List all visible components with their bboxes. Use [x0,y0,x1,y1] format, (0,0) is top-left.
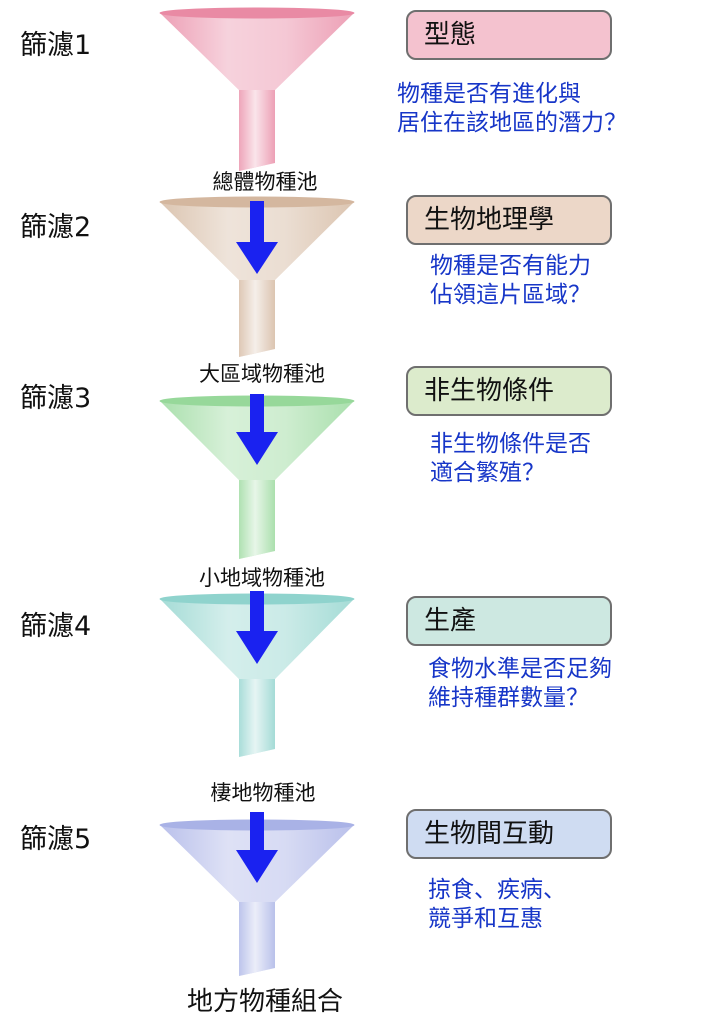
filter-3-question-line-1: 非生物條件是否 [430,431,591,457]
filter-1-question: 物種是否有進化與 居住在該地區的潛力？ [397,80,627,138]
filter-5-label: 篩濾5 [20,824,92,855]
filter-5-question-line-1: 掠食、疾病、 [428,877,566,903]
filter-2-label: 篩濾2 [20,212,92,243]
filter-5-category: 生物間互動 [406,809,612,859]
funnel-4 [159,591,355,757]
filter-2-question: 物種是否有能力 佔領這片區域？ [430,252,591,310]
funnel-5 [159,812,355,976]
filter-5-question: 掠食、疾病、 競爭和互惠 [428,876,566,934]
pool-label-5: 棲地物種池 [210,781,316,805]
pool-label-3: 大區域物種池 [199,362,325,386]
pool-label-2: 總體物種池 [212,170,318,194]
filter-4-question: 食物水準是否足夠 維持種群數量？ [428,655,612,713]
filter-1-category: 型態 [406,10,612,60]
filter-2-question-line-2: 佔領這片區域？ [430,282,591,308]
filter-1-label: 篩濾1 [20,30,92,61]
filter-3-category: 非生物條件 [406,366,612,416]
filter-1-question-line-1: 物種是否有進化與 [397,81,581,107]
final-output-label: 地方物種組合 [186,987,344,1017]
filter-4-category: 生產 [406,596,612,646]
filter-3-question-line-2: 適合繁殖？ [430,460,545,486]
filter-4-label: 篩濾4 [20,611,92,642]
filter-4-question-line-1: 食物水準是否足夠 [428,656,612,682]
funnel-1 [159,7,355,171]
filter-5-question-line-2: 競爭和互惠 [428,906,543,932]
filter-2-question-line-1: 物種是否有能力 [430,253,591,279]
filter-1-question-line-2: 居住在該地區的潛力？ [397,110,627,136]
filter-2-category: 生物地理學 [406,195,612,245]
filter-3-label: 篩濾3 [20,383,92,414]
pool-label-4: 小地域物種池 [199,566,325,590]
funnel-2 [159,196,355,357]
filter-3-question: 非生物條件是否 適合繁殖？ [430,430,591,488]
filter-4-question-line-2: 維持種群數量？ [428,685,589,711]
funnel-3 [159,394,355,559]
